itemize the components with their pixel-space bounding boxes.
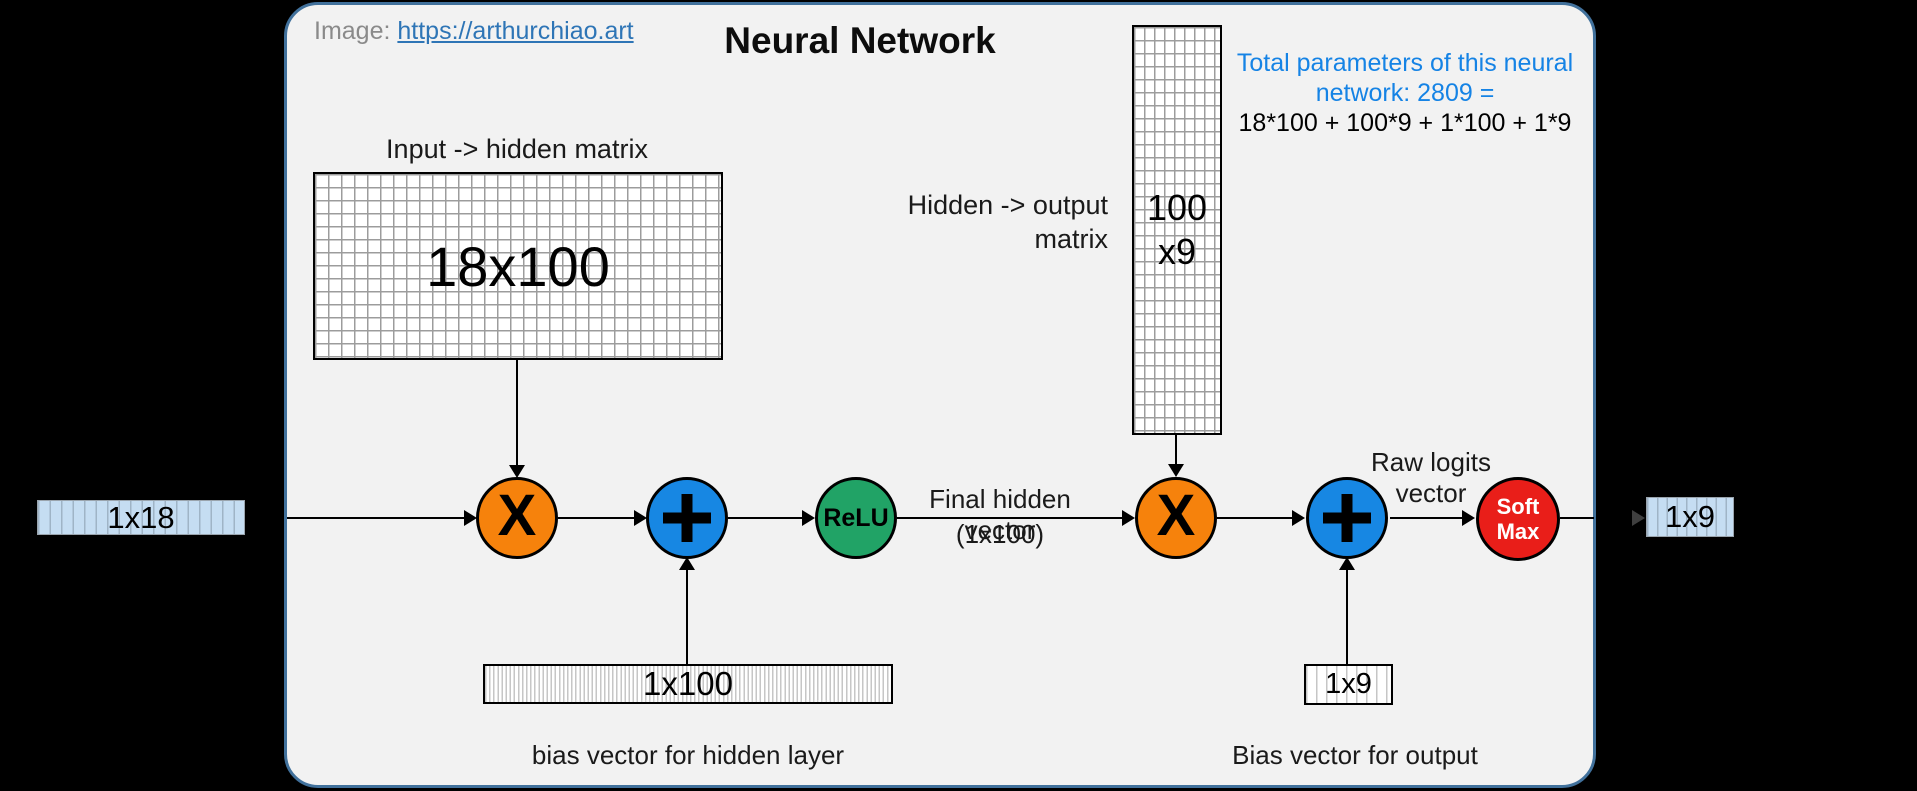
raw-logits-label-line1: Raw logits xyxy=(1371,447,1491,477)
arrowhead-icon xyxy=(1292,510,1305,526)
hidden-bias-vector-dims: 1x100 xyxy=(643,665,733,702)
flow-line xyxy=(558,517,636,519)
image-credit: Image: https://arthurchiao.art xyxy=(314,17,634,46)
arrowhead-icon xyxy=(1462,510,1475,526)
add-op-1 xyxy=(646,477,728,559)
hidden-output-matrix-label-line2: matrix xyxy=(1034,224,1109,254)
flow-line xyxy=(728,517,804,519)
diagram-title: Neural Network xyxy=(724,20,996,61)
hidden-output-matrix-label-line1: Hidden -> output xyxy=(907,190,1108,220)
output-bias-vector: 1x9 xyxy=(1304,664,1393,705)
matrix-to-multiply-line xyxy=(1175,435,1177,465)
plus-icon xyxy=(1341,494,1353,542)
hidden-output-matrix-dims-line2: x9 xyxy=(1157,231,1197,272)
image-credit-link[interactable]: https://arthurchiao.art xyxy=(397,17,634,45)
input-vector-dims: 1x18 xyxy=(107,499,175,535)
plus-icon xyxy=(681,494,693,542)
flow-line xyxy=(1390,517,1464,519)
arrowhead-icon xyxy=(1632,510,1645,526)
flow-line xyxy=(1217,517,1294,519)
diagram-panel xyxy=(284,2,1596,788)
arrowhead-icon xyxy=(1122,510,1135,526)
output-bias-caption: Bias vector for output xyxy=(1232,740,1478,770)
flow-line xyxy=(1560,517,1594,519)
bias-to-add-line xyxy=(1346,570,1348,664)
flow-line xyxy=(897,517,1124,519)
softmax-label-line1: Soft xyxy=(1496,494,1540,519)
input-hidden-matrix-label: Input -> hidden matrix xyxy=(386,134,648,164)
softmax-label-line2: Max xyxy=(1496,519,1540,544)
image-credit-label: Image: xyxy=(314,17,391,45)
softmax-op: Soft Max xyxy=(1476,477,1560,561)
flow-line xyxy=(287,517,466,519)
hidden-bias-caption: bias vector for hidden layer xyxy=(531,740,845,770)
add-op-2 xyxy=(1306,477,1388,559)
note-line-2: network: 2809 = xyxy=(1315,79,1495,107)
arrowhead-icon xyxy=(464,510,477,526)
raw-logits-label: Raw logits vector xyxy=(1331,447,1531,509)
hidden-bias-vector: 1x100 xyxy=(483,664,893,704)
input-hidden-matrix-dims: 18x100 xyxy=(426,234,610,298)
arrowhead-icon xyxy=(1168,464,1184,477)
note-line-1: Total parameters of this neural xyxy=(1236,49,1574,77)
output-vector-dims: 1x9 xyxy=(1665,499,1715,534)
hidden-output-matrix-dims-line1: 100 xyxy=(1146,187,1208,228)
bias-to-add-line xyxy=(686,570,688,664)
input-vector: 1x18 xyxy=(37,500,245,535)
arrowhead-icon xyxy=(509,465,525,478)
arrowhead-icon xyxy=(679,557,695,570)
hidden-output-matrix-label: Hidden -> output matrix xyxy=(878,188,1108,256)
arrowhead-icon xyxy=(802,510,815,526)
multiply-op-1: X xyxy=(476,477,558,559)
relu-op: ReLU xyxy=(815,477,897,559)
matrix-to-multiply-line xyxy=(516,360,518,466)
final-hidden-vector-dims: (1x100) xyxy=(955,519,1045,549)
output-vector: 1x9 xyxy=(1646,497,1734,537)
output-bias-vector-dims: 1x9 xyxy=(1325,668,1372,700)
input-hidden-matrix: 18x100 xyxy=(313,172,723,360)
total-parameters-note: Total parameters of this neural network:… xyxy=(1225,48,1585,138)
hidden-output-matrix: 100 x9 xyxy=(1132,25,1222,435)
raw-logits-label-line2: vector xyxy=(1395,478,1467,508)
note-line-3: 18*100 + 100*9 + 1*100 + 1*9 xyxy=(1238,109,1572,137)
multiply-op-2: X xyxy=(1135,477,1217,559)
arrowhead-icon xyxy=(634,510,647,526)
arrowhead-icon xyxy=(1339,557,1355,570)
final-hidden-vector-label: Final hidden vector xyxy=(929,484,1071,545)
